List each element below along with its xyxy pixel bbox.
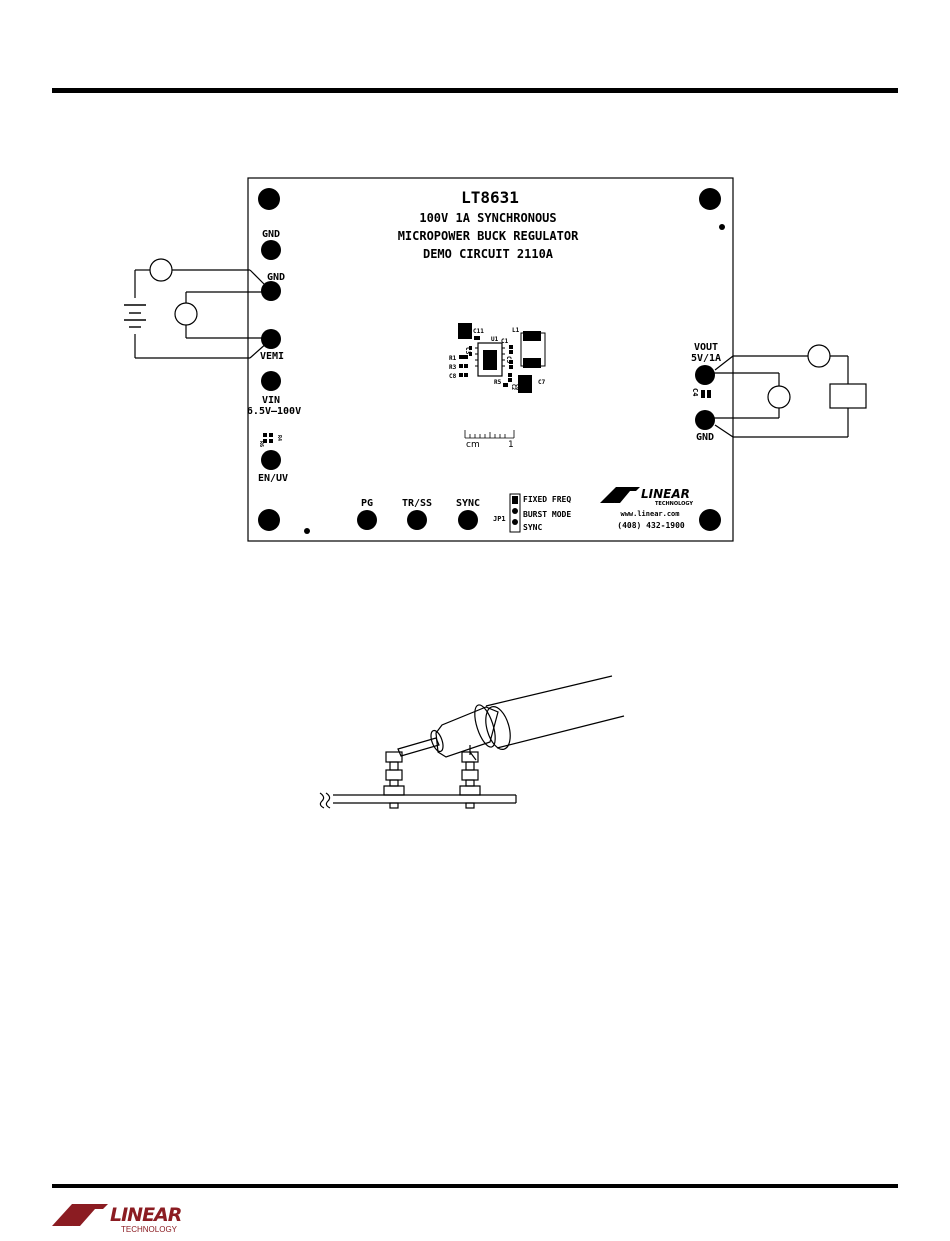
resistor-r6-r4: R6 R4	[258, 433, 282, 447]
fiducial-bl	[304, 528, 310, 534]
svg-text:R4: R4	[276, 435, 282, 441]
svg-text:U1: U1	[491, 336, 499, 343]
label-sync: SYNC	[456, 498, 480, 509]
turret-gnd-top	[261, 240, 281, 260]
svg-text:L1: L1	[512, 327, 520, 334]
svg-text:C1: C1	[501, 338, 509, 345]
label-gnd-top: GND	[262, 229, 280, 240]
turret-vout	[695, 365, 715, 385]
board-linear-logo: LINEAR TECHNOLOGY	[600, 487, 693, 507]
board-logo-linear: LINEAR	[641, 487, 690, 501]
svg-text:C4: C4	[691, 388, 699, 396]
svg-text:C7: C7	[538, 379, 546, 386]
ruler-1-label: 1	[508, 440, 514, 450]
svg-text:C8: C8	[449, 373, 457, 380]
label-jp1: JP1	[493, 515, 506, 523]
input-ammeter	[150, 259, 172, 281]
svg-text:C11: C11	[473, 328, 484, 335]
turret-pg	[357, 510, 377, 530]
label-gnd-out: GND	[696, 432, 714, 443]
turret-vin	[261, 371, 281, 391]
component-cluster: C11 C3 R1 R3 C8 U1 C1 C5 L1 R5 C2 C6	[449, 323, 546, 393]
input-voltmeter	[175, 303, 197, 325]
label-pg: PG	[361, 498, 373, 509]
footer-logo-linear: LINEAR	[110, 1204, 182, 1226]
mounting-hole-tr	[699, 188, 721, 210]
turret-sync	[458, 510, 478, 530]
cm-ruler	[465, 430, 514, 438]
svg-text:R6: R6	[258, 441, 264, 447]
label-vin: VIN	[262, 395, 280, 406]
load-resistor	[830, 384, 866, 408]
board-title-line2: MICROPOWER BUCK REGULATOR	[398, 229, 579, 243]
mounting-hole-br	[699, 509, 721, 531]
jumper-jp1	[510, 494, 520, 532]
board-title-line1: 100V 1A SYNCHRONOUS	[419, 211, 556, 225]
ruler-cm-label: cm	[466, 440, 480, 450]
svg-text:R3: R3	[449, 364, 457, 371]
board-part-number: LT8631	[461, 188, 519, 207]
turret-en-uv	[261, 450, 281, 470]
mounting-hole-tl	[258, 188, 280, 210]
label-fixed-freq: FIXED FREQ	[523, 495, 571, 504]
label-vin-range: 6.5V–100V	[247, 406, 301, 417]
fiducial-tr	[719, 224, 725, 230]
mounting-hole-bl	[258, 509, 280, 531]
scope-probe-illustration	[320, 676, 624, 808]
board-title-line3: DEMO CIRCUIT 2110A	[423, 247, 554, 261]
label-tr-ss: TR/SS	[402, 498, 432, 509]
footer-logo-technology: TECHNOLOGY	[121, 1225, 178, 1234]
board-website: www.linear.com	[620, 510, 679, 518]
label-vout-rating: 5V/1A	[691, 353, 721, 364]
label-vemi: VEMI	[260, 351, 284, 362]
capacitor-c4: C4	[691, 388, 711, 398]
board-phone: (408) 432-1900	[617, 521, 685, 530]
label-vout: VOUT	[694, 342, 718, 353]
label-sync-option: SYNC	[523, 523, 542, 532]
svg-text:R5: R5	[494, 379, 502, 386]
svg-text:C3: C3	[464, 347, 471, 355]
footer-linear-logo: LINEAR TECHNOLOGY	[52, 1204, 182, 1234]
output-ammeter	[808, 345, 830, 367]
label-en-uv: EN/UV	[258, 473, 288, 484]
label-burst-mode: BURST MODE	[523, 510, 571, 519]
svg-text:R1: R1	[449, 355, 457, 362]
turret-tr-ss	[407, 510, 427, 530]
battery-icon	[124, 305, 146, 327]
turret-gnd-out	[695, 410, 715, 430]
board-logo-technology: TECHNOLOGY	[655, 501, 693, 507]
footer-rule	[52, 1184, 898, 1188]
output-voltmeter	[768, 386, 790, 408]
